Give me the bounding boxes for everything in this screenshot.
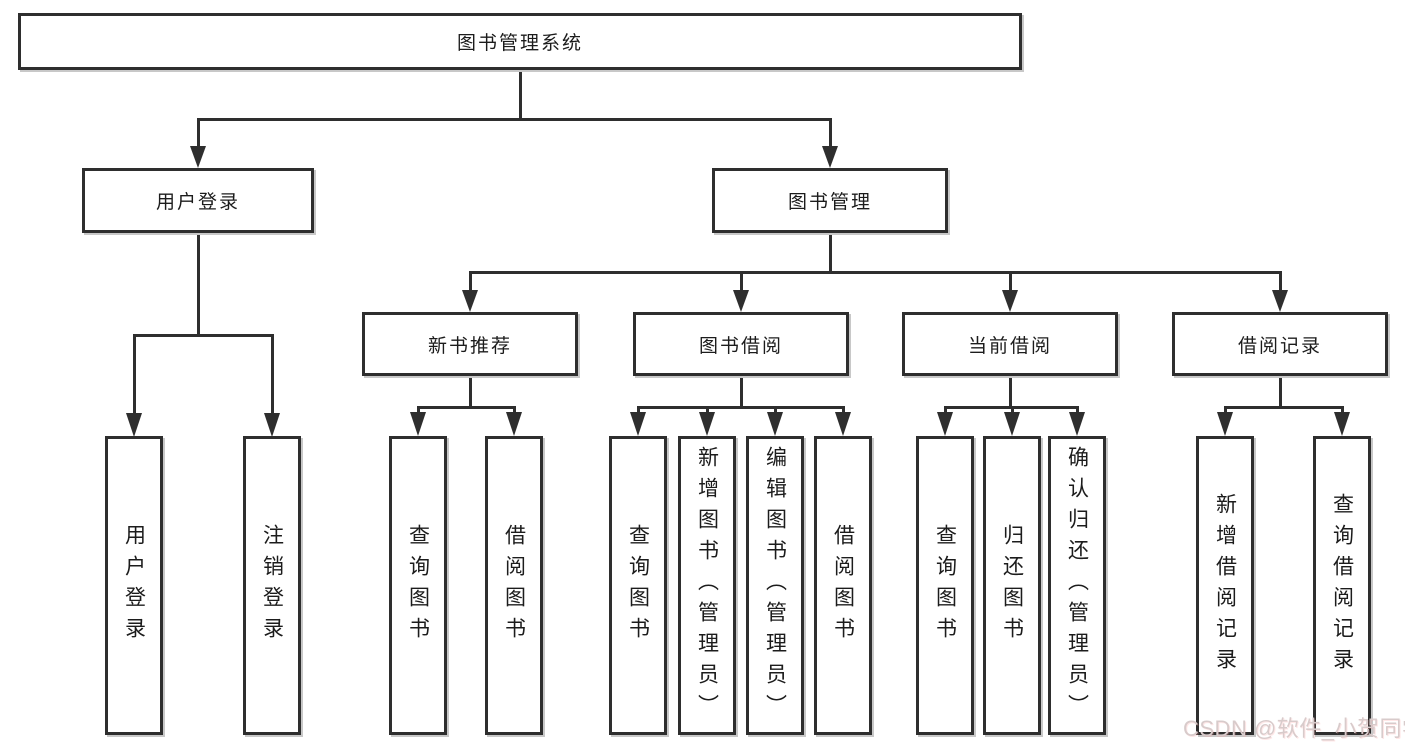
- node-label: 查询图书: [933, 523, 957, 648]
- node-label: 图书管理系统: [456, 33, 583, 54]
- connector-vline: [828, 119, 832, 148]
- leaf-current-query-books: 查询图书: [916, 436, 974, 735]
- node-label: 编辑图书（管理员）: [763, 446, 787, 725]
- node-current-borrow: 当前借阅: [902, 312, 1118, 376]
- connector-vline: [270, 335, 274, 414]
- connector-vline: [468, 376, 472, 408]
- connector-hline: [1223, 405, 1344, 409]
- connector-vline: [468, 272, 472, 291]
- node-label: 新书推荐: [427, 335, 512, 357]
- connector-vline: [132, 335, 136, 414]
- leaf-borrow-query-books: 查询图书: [609, 436, 667, 735]
- leaf-recommend-query-books: 查询图书: [389, 436, 447, 735]
- node-label: 当前借阅: [967, 335, 1052, 357]
- connector-vline: [1075, 407, 1079, 413]
- connector-hline: [416, 405, 516, 409]
- node-label: 图书管理: [787, 192, 872, 213]
- leaf-confirm-return-admin: 确认归还（管理员）: [1048, 436, 1106, 735]
- node-new-book-recommend: 新书推荐: [362, 312, 578, 376]
- connector-vline: [739, 376, 743, 408]
- node-book-management: 图书管理: [712, 168, 948, 233]
- connector-hline: [943, 405, 1079, 409]
- watermark: CSDN @软件_小贺同学: [1183, 716, 1405, 741]
- leaf-return-books: 归还图书: [983, 436, 1041, 735]
- leaf-recommend-borrow-books: 借阅图书: [485, 436, 543, 735]
- node-label: 查询借阅记录: [1330, 492, 1354, 679]
- node-label: 借阅记录: [1237, 335, 1322, 357]
- connector-vline: [636, 407, 640, 413]
- connector-hline: [196, 117, 832, 121]
- leaf-logout: 注销登录: [243, 436, 301, 735]
- arrowhead-down: [699, 412, 715, 436]
- arrowhead-down: [1272, 290, 1288, 312]
- node-label: 确认归还（管理员）: [1065, 446, 1089, 725]
- connector-vline: [773, 407, 777, 413]
- arrowhead-down: [1334, 412, 1350, 436]
- leaf-edit-books-admin: 编辑图书（管理员）: [746, 436, 804, 735]
- leaf-user-login: 用户登录: [105, 436, 163, 735]
- connector-hline: [636, 405, 845, 409]
- node-library-system: 图书管理系统: [18, 13, 1022, 70]
- arrowhead-down: [1002, 290, 1018, 312]
- connector-vline: [1008, 376, 1012, 408]
- arrowhead-down: [1069, 412, 1085, 436]
- arrowhead-down: [190, 146, 206, 168]
- node-label: 新增借阅记录: [1213, 492, 1237, 679]
- node-label: 新增图书（管理员）: [695, 446, 719, 725]
- connector-vline: [518, 70, 522, 119]
- connector-hline: [468, 270, 1282, 274]
- node-borrow-records: 借阅记录: [1172, 312, 1388, 376]
- arrowhead-down: [835, 412, 851, 436]
- connector-vline: [196, 233, 200, 335]
- leaf-add-books-admin: 新增图书（管理员）: [678, 436, 736, 735]
- connector-vline: [1278, 376, 1282, 408]
- connector-vline: [1008, 272, 1012, 291]
- arrowhead-down: [822, 146, 838, 168]
- node-label: 用户登录: [155, 192, 240, 213]
- node-label: 用户登录: [122, 523, 146, 648]
- arrowhead-down: [1004, 412, 1020, 436]
- node-user-login: 用户登录: [82, 168, 314, 233]
- leaf-add-borrow-record: 新增借阅记录: [1196, 436, 1254, 735]
- connector-vline: [1278, 272, 1282, 291]
- node-book-borrow: 图书借阅: [633, 312, 849, 376]
- arrowhead-down: [462, 290, 478, 312]
- connector-vline: [1340, 407, 1344, 413]
- node-label: 归还图书: [1000, 523, 1024, 648]
- arrowhead-down: [767, 412, 783, 436]
- connector-vline: [196, 119, 200, 148]
- arrowhead-down: [630, 412, 646, 436]
- connector-vline: [705, 407, 709, 413]
- arrowhead-down: [1217, 412, 1233, 436]
- leaf-query-borrow-record: 查询借阅记录: [1313, 436, 1371, 735]
- node-label: 查询图书: [406, 523, 430, 648]
- node-label: 借阅图书: [502, 523, 526, 648]
- node-label: 注销登录: [260, 523, 284, 648]
- connector-vline: [739, 272, 743, 291]
- connector-vline: [828, 233, 832, 272]
- connector-vline: [943, 407, 947, 413]
- arrowhead-down: [506, 412, 522, 436]
- connector-vline: [1223, 407, 1227, 413]
- arrowhead-down: [733, 290, 749, 312]
- arrowhead-down: [126, 413, 142, 437]
- node-label: 图书借阅: [698, 335, 783, 357]
- connector-hline: [132, 333, 274, 337]
- node-label: 借阅图书: [831, 523, 855, 648]
- node-label: 查询图书: [626, 523, 650, 648]
- connector-vline: [841, 407, 845, 413]
- connector-vline: [512, 407, 516, 413]
- connector-vline: [416, 407, 420, 413]
- leaf-borrow-books: 借阅图书: [814, 436, 872, 735]
- arrowhead-down: [410, 412, 426, 436]
- arrowhead-down: [937, 412, 953, 436]
- connector-vline: [1010, 407, 1014, 413]
- arrowhead-down: [264, 413, 280, 437]
